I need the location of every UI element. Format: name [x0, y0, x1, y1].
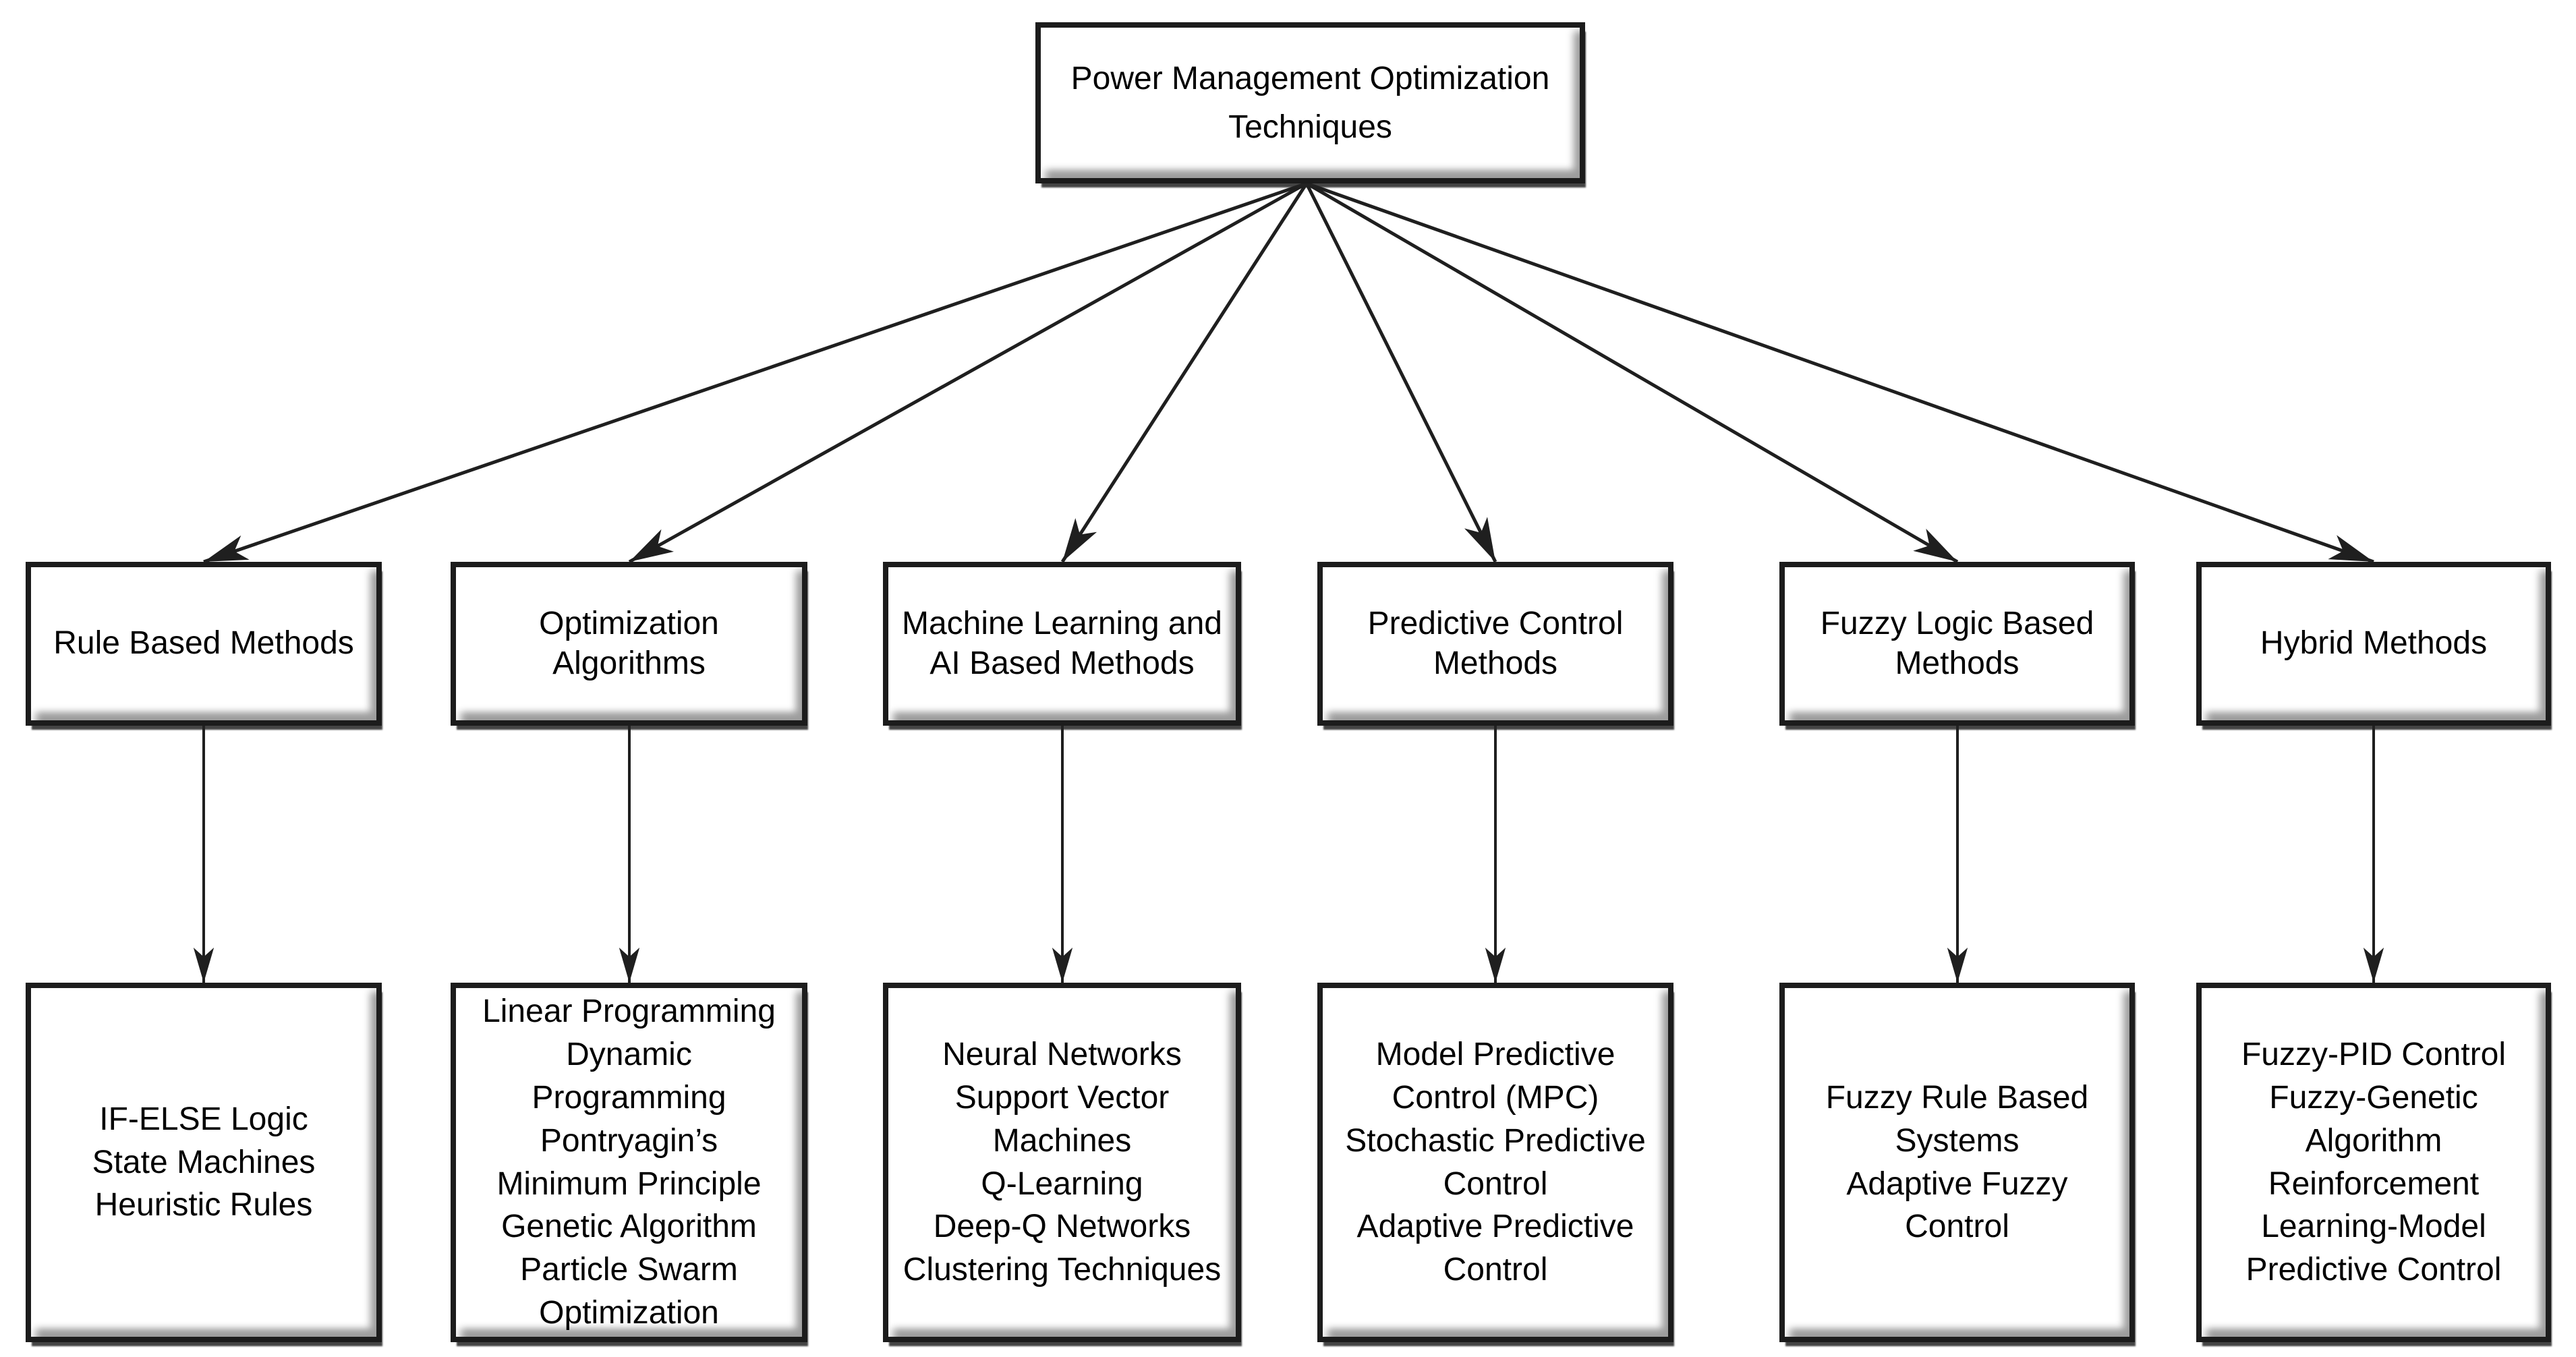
node-root-label: Power Management Optimization Techniques — [1070, 60, 1550, 145]
node-rule-based-methods-label: Rule Based Methods — [53, 625, 354, 662]
node-rule-based-methods: Rule Based Methods — [26, 562, 382, 726]
node-machine-learning-ai-items: Neural Networks Support Vector Machines … — [883, 983, 1241, 1342]
node-optimization-algorithms-label: Optimization Algorithms — [539, 605, 719, 681]
node-predictive-control-label: Predictive Control Methods — [1367, 605, 1624, 681]
node-fuzzy-logic: Fuzzy Logic Based Methods — [1779, 562, 2135, 726]
node-hybrid-methods: Hybrid Methods — [2196, 562, 2551, 726]
node-machine-learning-ai-label: Machine Learning and AI Based Methods — [901, 605, 1222, 681]
node-machine-learning-ai-items-text: Neural Networks Support Vector Machines … — [903, 1037, 1222, 1288]
node-hybrid-methods-items: Fuzzy-PID Control Fuzzy-Genetic Algorith… — [2196, 983, 2551, 1342]
node-rule-based-methods-items-text: IF-ELSE Logic State Machines Heuristic R… — [92, 1101, 316, 1223]
node-predictive-control: Predictive Control Methods — [1317, 562, 1673, 726]
node-fuzzy-logic-items: Fuzzy Rule Based Systems Adaptive Fuzzy … — [1779, 983, 2135, 1342]
arrow-root-to-rule-based-methods — [203, 181, 1307, 564]
arrow-root-to-machine-learning-ai — [1060, 182, 1309, 563]
arrow-root-to-predictive-control — [1305, 182, 1497, 563]
node-optimization-algorithms: Optimization Algorithms — [451, 562, 807, 726]
node-root: Power Management Optimization Techniques — [1035, 22, 1585, 183]
node-hybrid-methods-label: Hybrid Methods — [2260, 625, 2488, 662]
node-hybrid-methods-items-text: Fuzzy-PID Control Fuzzy-Genetic Algorith… — [2241, 1037, 2507, 1288]
node-predictive-control-items: Model Predictive Control (MPC) Stochasti… — [1317, 983, 1673, 1342]
arrow-root-to-fuzzy-logic — [1305, 181, 1959, 564]
node-machine-learning-ai: Machine Learning and AI Based Methods — [883, 562, 1241, 726]
node-optimization-algorithms-items-text: Linear Programming Dynamic Programming P… — [482, 993, 776, 1331]
arrow-root-to-hybrid-methods — [1306, 181, 2374, 564]
node-fuzzy-logic-label: Fuzzy Logic Based Methods — [1820, 605, 2094, 681]
node-fuzzy-logic-items-text: Fuzzy Rule Based Systems Adaptive Fuzzy … — [1825, 1079, 2089, 1245]
arrow-root-to-optimization-algorithms — [628, 181, 1308, 564]
node-predictive-control-items-text: Model Predictive Control (MPC) Stochasti… — [1345, 1037, 1646, 1288]
node-optimization-algorithms-items: Linear Programming Dynamic Programming P… — [451, 983, 807, 1342]
node-rule-based-methods-items: IF-ELSE Logic State Machines Heuristic R… — [26, 983, 382, 1342]
